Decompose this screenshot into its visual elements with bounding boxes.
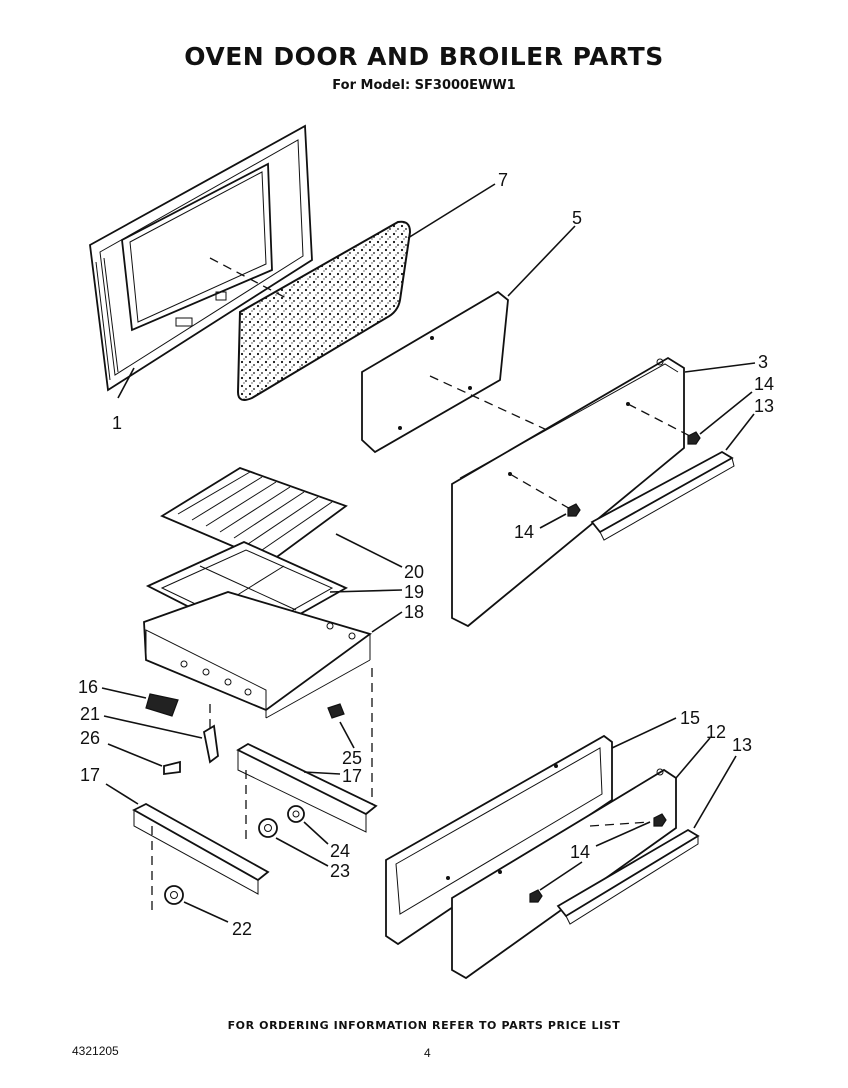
part-14-screw-upper <box>539 391 753 529</box>
part-23-knob <box>258 818 329 867</box>
part-18-broiler-drawer <box>143 591 403 810</box>
callout-17-left: 17 <box>80 765 100 785</box>
callout-14-lower: 14 <box>570 842 590 862</box>
callout-5: 5 <box>572 208 582 228</box>
part-15-drawer-panel <box>385 717 677 946</box>
ordering-note: FOR ORDERING INFORMATION REFER TO PARTS … <box>227 1019 621 1032</box>
callout-16: 16 <box>78 677 98 697</box>
part-5-panel <box>361 225 576 454</box>
callout-7: 7 <box>498 170 508 190</box>
callout-14-mid: 14 <box>514 522 534 542</box>
part-24-knob <box>287 805 329 845</box>
callout-24: 24 <box>330 841 350 861</box>
callout-20: 20 <box>404 562 424 582</box>
callout-18: 18 <box>404 602 424 622</box>
page-title: OVEN DOOR AND BROILER PARTS <box>184 42 664 71</box>
callout-21: 21 <box>80 704 100 724</box>
part-16-element <box>101 687 179 717</box>
part-25-clip <box>327 703 355 749</box>
callout-1: 1 <box>112 413 122 433</box>
part-17-rail-right <box>236 742 378 840</box>
part-22-knob <box>164 885 229 923</box>
part-3-outer-door <box>451 356 756 628</box>
document-number: 4321205 <box>72 1044 119 1058</box>
callout-19: 19 <box>404 582 424 602</box>
part-20-broiler-grid <box>160 467 403 568</box>
part-7-insulation-pad <box>209 183 496 401</box>
callout-3: 3 <box>758 352 768 372</box>
callout-15: 15 <box>680 708 700 728</box>
part-13-handle-lower <box>556 755 737 925</box>
part-17-rail-left <box>105 783 270 910</box>
part-1-door-frame <box>89 124 313 399</box>
callout-13-lower: 13 <box>732 735 752 755</box>
callout-23: 23 <box>330 861 350 881</box>
part-13-handle-upper <box>590 413 755 541</box>
callout-26: 26 <box>80 728 100 748</box>
callout-22: 22 <box>232 919 252 939</box>
callout-14-upper: 14 <box>754 374 774 394</box>
model-subtitle: For Model: SF3000EWW1 <box>332 78 516 93</box>
part-21-clip <box>103 704 219 764</box>
callout-13-upper: 13 <box>754 396 774 416</box>
callout-12: 12 <box>706 722 726 742</box>
page-number: 4 <box>424 1046 431 1060</box>
callout-17-right: 17 <box>342 766 362 786</box>
callout-25: 25 <box>342 748 362 768</box>
part-26-screw <box>107 743 181 776</box>
part-14-screw-lower <box>529 813 667 903</box>
